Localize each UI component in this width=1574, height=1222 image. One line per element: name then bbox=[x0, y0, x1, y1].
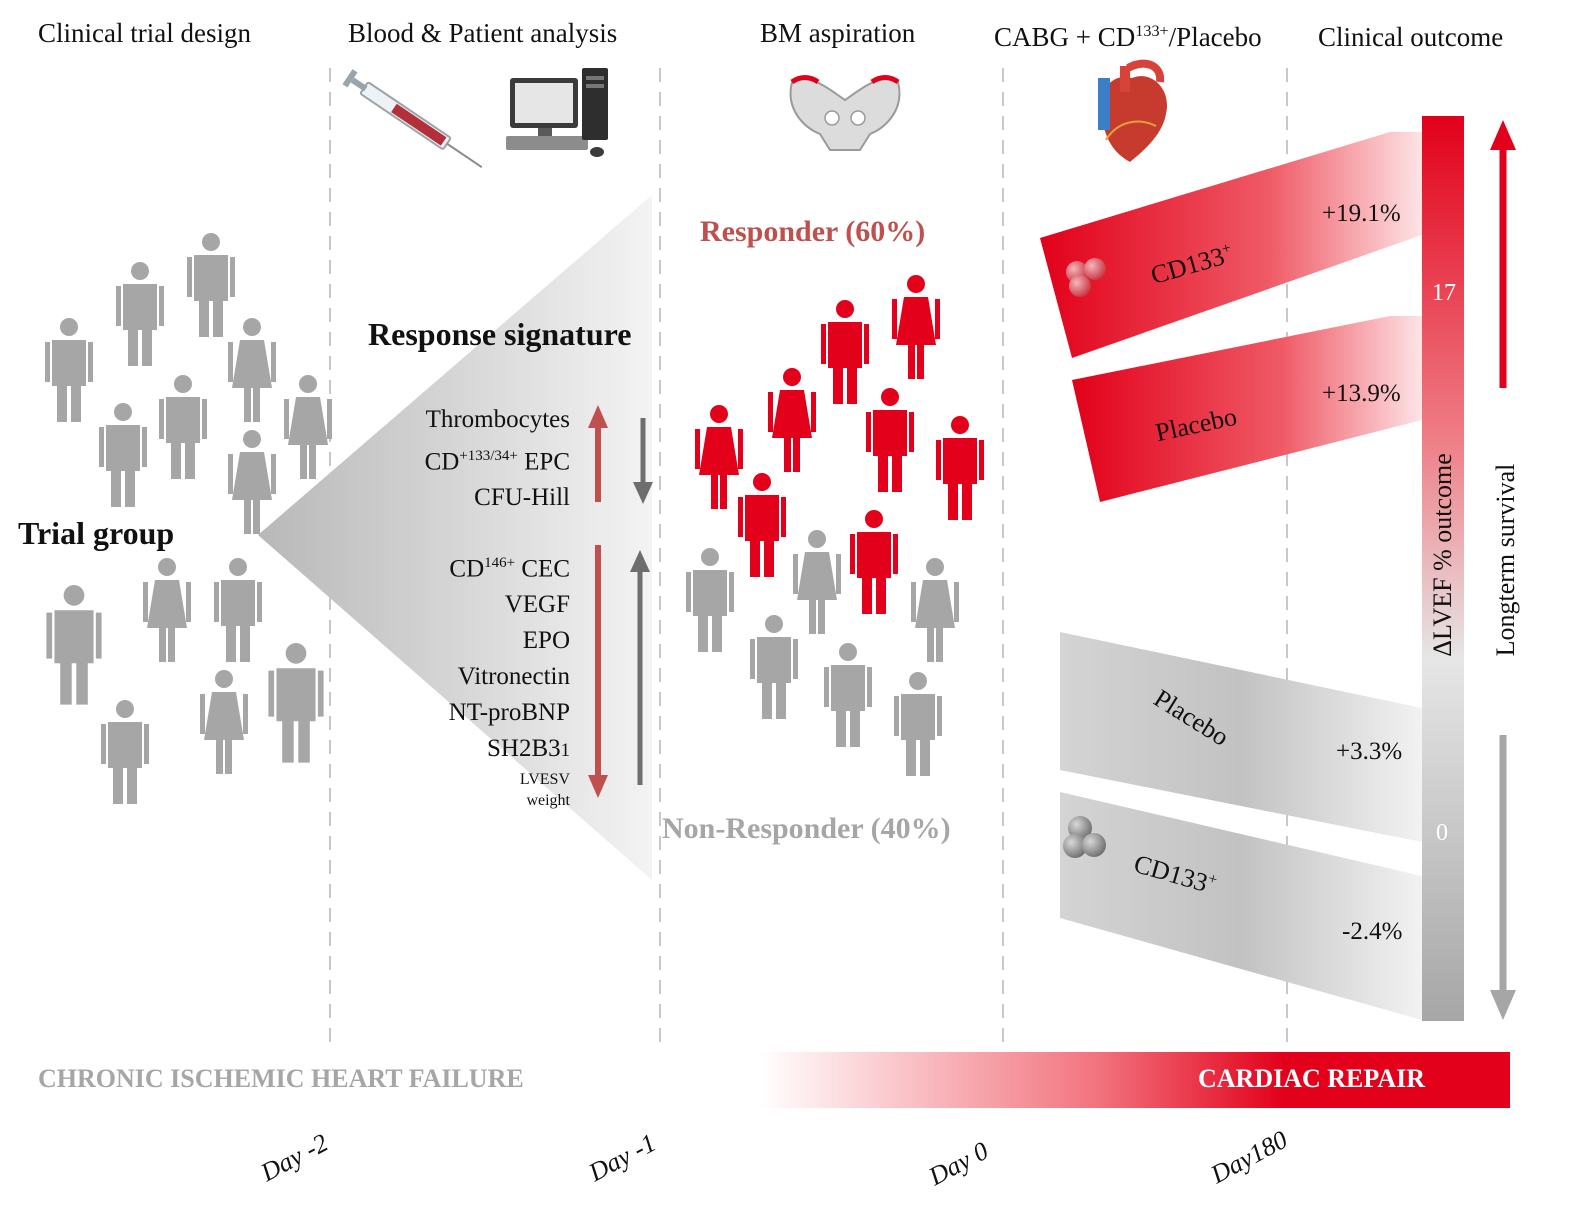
column-title-cabg: CABG + CD133+/Placebo bbox=[994, 22, 1262, 52]
person-male-icon bbox=[821, 300, 869, 404]
person-male-icon bbox=[686, 548, 734, 652]
cardiac-repair-bar bbox=[760, 1052, 1510, 1108]
person-female-icon bbox=[892, 275, 940, 379]
signature-item: Thrombocytes bbox=[425, 406, 570, 433]
trial-group-label: Trial group bbox=[18, 515, 175, 551]
cell-cluster-grey-icon bbox=[1063, 816, 1106, 858]
signature-item: CD+133/34+ EPC bbox=[424, 448, 570, 476]
signature-item: EPO bbox=[522, 627, 570, 655]
cell-cluster-red-icon bbox=[1066, 258, 1106, 297]
band-responder-placebo bbox=[1072, 316, 1422, 502]
person-female-icon bbox=[200, 670, 248, 774]
responder-label: Responder (60%) bbox=[700, 215, 926, 248]
person-male-icon bbox=[45, 318, 93, 422]
lvef-scale-bar bbox=[1422, 116, 1464, 1021]
person-male-icon bbox=[159, 375, 207, 479]
person-male-icon bbox=[116, 262, 164, 366]
person-female-icon bbox=[284, 375, 332, 479]
band-value-nonresponder-cd133: -2.4% bbox=[1342, 918, 1403, 945]
longterm-arrows bbox=[1490, 120, 1516, 1020]
signature-item: VEGF bbox=[504, 591, 570, 619]
longterm-survival-label: Longterm survival bbox=[1491, 463, 1520, 657]
non-responder-label: Non-Responder (40%) bbox=[662, 812, 951, 845]
person-female-icon bbox=[911, 558, 959, 662]
arrow-down-icon bbox=[588, 775, 608, 798]
arrow-up-icon bbox=[630, 550, 650, 572]
person-male-icon bbox=[738, 473, 786, 577]
signature-small-item: LVESV bbox=[519, 771, 570, 789]
signature-up-list: Thrombocytes CD+133/34+ EPC CFU-Hill bbox=[425, 402, 570, 516]
person-female-icon bbox=[228, 430, 276, 534]
person-figures bbox=[45, 233, 984, 804]
signature-item: Vitronectin bbox=[457, 663, 570, 691]
band-value-responder-cd133: +19.1% bbox=[1322, 200, 1401, 227]
person-male-icon bbox=[850, 510, 898, 614]
signature-item: SH2B31 bbox=[486, 735, 570, 763]
signature-small-item: weight bbox=[526, 792, 570, 810]
column-title-blood: Blood & Patient analysis bbox=[348, 18, 618, 48]
person-male-icon bbox=[101, 700, 149, 804]
band-responder-cd133 bbox=[1040, 132, 1422, 358]
arrow-down-icon bbox=[633, 482, 653, 504]
scale-axis-label: ΔLVEF % outcome bbox=[1428, 453, 1457, 657]
signature-item: CD146+ CEC bbox=[449, 555, 570, 583]
person-male-icon bbox=[268, 643, 324, 763]
band-value-nonresponder-placebo: +3.3% bbox=[1336, 738, 1403, 765]
person-male-icon bbox=[750, 615, 798, 719]
person-male-icon bbox=[894, 672, 942, 776]
person-male-icon bbox=[214, 558, 262, 662]
scale-top-value: 17 bbox=[1432, 280, 1456, 306]
person-male-icon bbox=[936, 416, 984, 520]
signature-down-list: CD146+ CEC VEGF EPO Vitronectin NT-proBN… bbox=[449, 545, 570, 811]
person-male-icon bbox=[866, 388, 914, 492]
person-female-icon bbox=[793, 530, 841, 634]
footer-right-label: CARDIAC REPAIR bbox=[1198, 1064, 1426, 1093]
person-male-icon bbox=[99, 403, 147, 507]
scale-bottom-value: 0 bbox=[1436, 820, 1448, 846]
band-nonresponder-cd133 bbox=[1060, 792, 1422, 1020]
person-female-icon bbox=[768, 368, 816, 472]
person-female-icon bbox=[695, 405, 743, 509]
person-male-icon bbox=[824, 643, 872, 747]
band-value-responder-placebo: +13.9% bbox=[1322, 380, 1401, 407]
pelvis-icon bbox=[789, 75, 901, 151]
person-male-icon bbox=[46, 585, 102, 705]
column-title-bm: BM aspiration bbox=[760, 18, 916, 48]
heart-icon bbox=[1098, 59, 1168, 162]
signature-item: CFU-Hill bbox=[474, 484, 570, 512]
column-title-outcome: Clinical outcome bbox=[1318, 22, 1504, 52]
arrow-up-icon bbox=[588, 405, 608, 428]
person-female-icon bbox=[143, 558, 191, 662]
arrow-up-icon bbox=[1490, 120, 1516, 150]
response-signature-title: Response signature bbox=[368, 316, 632, 352]
signature-item: NT-proBNP bbox=[448, 699, 570, 727]
signature-cone bbox=[258, 195, 652, 880]
signature-arrows bbox=[588, 405, 653, 798]
arrow-down-icon bbox=[1490, 990, 1516, 1020]
person-male-icon bbox=[187, 233, 235, 337]
column-title-design: Clinical trial design bbox=[38, 18, 251, 48]
person-female-icon bbox=[228, 318, 276, 422]
band-nonresponder-placebo bbox=[1060, 632, 1422, 842]
computer-icon bbox=[506, 68, 608, 157]
footer-left-label: CHRONIC ISCHEMIC HEART FAILURE bbox=[38, 1064, 524, 1093]
syringe-icon bbox=[342, 69, 483, 169]
